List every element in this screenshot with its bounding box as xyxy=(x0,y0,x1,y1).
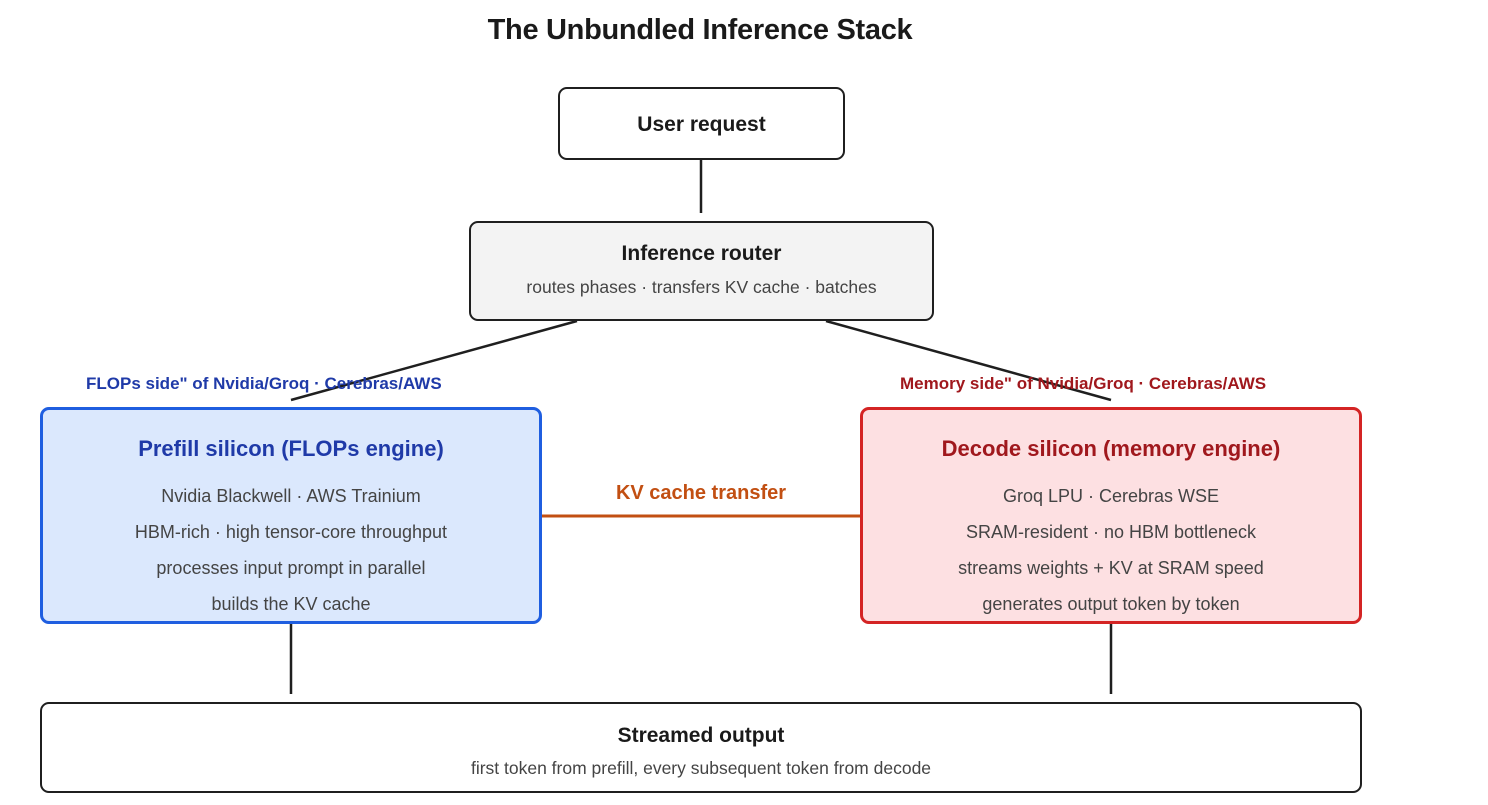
user-request-label: User request xyxy=(637,113,766,136)
prefill-label: Prefill silicon (FLOPs engine) xyxy=(138,436,444,461)
output-detail: first token from prefill, every subseque… xyxy=(470,758,932,778)
decode-line: Groq LPU · Cerebras WSE xyxy=(1002,486,1220,506)
streamed-output-node: Streamed output first token from prefill… xyxy=(40,702,1362,793)
decode-silicon-node: Decode silicon (memory engine) Groq LPU … xyxy=(860,407,1362,624)
decode-label: Decode silicon (memory engine) xyxy=(941,436,1281,461)
prefill-silicon-node: Prefill silicon (FLOPs engine) Nvidia Bl… xyxy=(40,407,542,624)
prefill-line: HBM-rich · high tensor-core throughput xyxy=(134,522,448,542)
edge-router-to-decode xyxy=(825,319,1112,402)
memory-side-label: Memory side" of Nvidia/Groq · Cerebras/A… xyxy=(900,374,1267,393)
decode-line: SRAM-resident · no HBM bottleneck xyxy=(965,522,1257,542)
router-detail: routes phases · transfers KV cache · bat… xyxy=(526,277,877,297)
kv-transfer-label: KV cache transfer xyxy=(615,482,787,504)
decode-line: generates output token by token xyxy=(982,594,1240,614)
output-label: Streamed output xyxy=(617,724,785,747)
prefill-line: builds the KV cache xyxy=(211,594,371,614)
router-label: Inference router xyxy=(621,242,782,265)
diagram-title: The Unbundled Inference Stack xyxy=(487,14,913,46)
prefill-line: Nvidia Blackwell · AWS Trainium xyxy=(161,486,421,506)
flops-side-label: FLOPs side" of Nvidia/Groq · Cerebras/AW… xyxy=(86,374,442,393)
user-request-node: User request xyxy=(558,87,845,160)
decode-line: streams weights + KV at SRAM speed xyxy=(958,558,1264,578)
edge-router-to-prefill xyxy=(290,319,578,402)
prefill-line: processes input prompt in parallel xyxy=(156,558,426,578)
inference-router-node: Inference router routes phases · transfe… xyxy=(469,221,934,321)
